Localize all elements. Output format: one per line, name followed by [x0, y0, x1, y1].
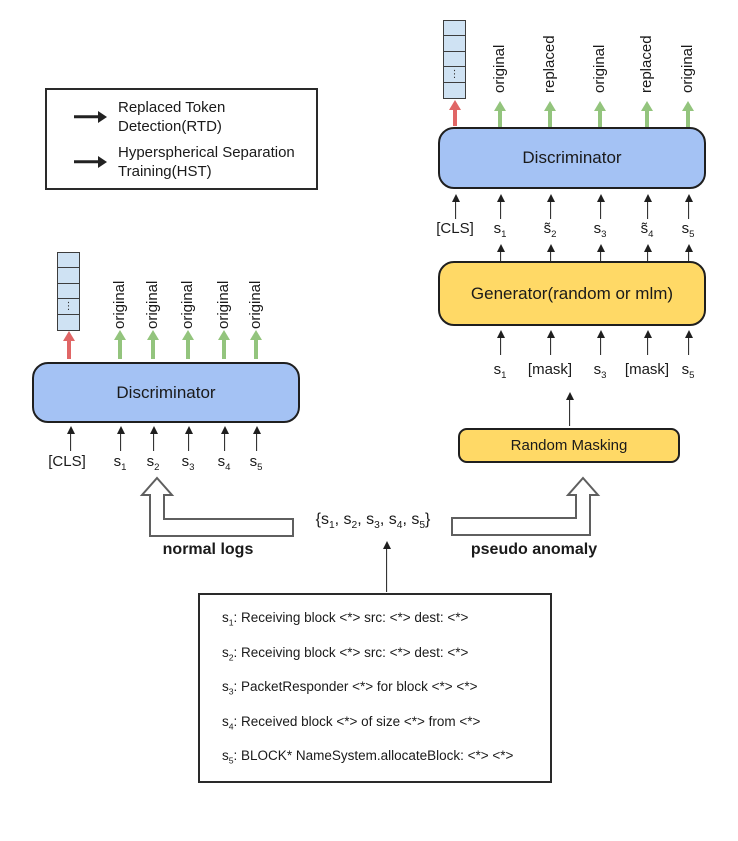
legend: Replaced Token Detection(RTD) Hyperspher…	[45, 88, 318, 190]
legend-item-rtd: Replaced Token Detection(RTD)	[74, 98, 316, 136]
discriminator-box-right: Discriminator	[438, 127, 706, 189]
input-arrow-icon	[546, 194, 555, 219]
rtd-arrow-icon	[593, 101, 606, 127]
rtd-arrow-icon	[217, 330, 230, 359]
token-label: s̃4	[640, 220, 654, 240]
discriminator-label: Discriminator	[116, 382, 216, 402]
token-label: s3	[181, 453, 195, 473]
input-arrow-icon	[451, 194, 460, 219]
hst-arrow-icon	[74, 155, 107, 168]
pseudo-anomaly-label: pseudo anomaly	[470, 541, 598, 558]
rtd-arrow-icon	[146, 330, 159, 359]
log-line: s1: Receiving block <*> src: <*> dest: <…	[222, 610, 469, 628]
output-label: original	[144, 280, 161, 329]
generator-label: Generator(random or mlm)	[470, 283, 674, 303]
rtd-arrow-icon	[249, 330, 262, 359]
legend-item-hst: Hyperspherical Separation Training(HST)	[74, 143, 316, 181]
token-label: [CLS]	[436, 220, 474, 237]
token-label: s5	[249, 453, 263, 473]
generator-box: Generator(random or mlm)	[438, 261, 706, 326]
discriminator-box-left: Discriminator	[32, 362, 300, 423]
rtd-arrow-icon	[640, 101, 653, 127]
token-label: s3	[593, 220, 607, 240]
vector-cell	[57, 313, 80, 331]
token-label: s1	[493, 220, 507, 240]
output-label: replaced	[541, 35, 558, 93]
output-label: original	[215, 280, 232, 329]
hst-arrow-icon	[448, 100, 461, 126]
token-label: [mask]	[624, 361, 670, 378]
rtd-arrow-icon	[74, 110, 107, 123]
token-label: s1	[493, 361, 507, 381]
vector-cell	[443, 81, 466, 99]
rtd-arrow-icon	[493, 101, 506, 127]
token-label: s4	[217, 453, 231, 473]
log-line: s4: Received block <*> of size <*> from …	[222, 713, 481, 732]
pseudo-anomaly-flow-arrow-icon	[451, 476, 601, 536]
rtd-arrow-icon	[113, 330, 126, 359]
input-arrow-icon	[596, 330, 605, 355]
token-label: s1	[113, 453, 127, 473]
output-label: original	[247, 280, 264, 329]
input-arrow-icon	[220, 426, 229, 451]
input-arrow-icon	[382, 541, 391, 592]
log-line: s5: BLOCK* NameSystem.allocateBlock: <*>…	[222, 748, 514, 766]
token-label: [mask]	[527, 361, 573, 378]
token-label: s3	[593, 361, 607, 381]
input-arrow-icon	[66, 426, 75, 451]
input-arrow-icon	[565, 392, 574, 426]
normal-logs-flow-arrow-icon	[139, 476, 294, 537]
input-arrow-icon	[496, 330, 505, 355]
token-label: s̃2	[543, 220, 557, 240]
input-arrow-icon	[643, 330, 652, 355]
input-arrow-icon	[596, 194, 605, 219]
legend-label-rtd: Replaced Token Detection(RTD)	[118, 98, 226, 135]
rtd-arrow-icon	[681, 101, 694, 127]
input-arrow-icon	[496, 194, 505, 219]
input-arrow-icon	[643, 194, 652, 219]
cls-embedding-vector: ⋮	[57, 252, 80, 331]
log-template-box: s1: Receiving block <*> src: <*> dest: <…	[198, 593, 552, 783]
output-label: original	[179, 280, 196, 329]
output-label: replaced	[638, 35, 655, 93]
discriminator-label: Discriminator	[522, 148, 622, 167]
input-arrow-icon	[149, 426, 158, 451]
input-arrow-icon	[184, 426, 193, 451]
log-line: s2: Receiving block <*> src: <*> dest: <…	[222, 644, 469, 663]
output-label: original	[679, 44, 696, 93]
legend-label-hst: Hyperspherical Separation Training(HST)	[118, 143, 295, 180]
hst-arrow-icon	[62, 331, 75, 359]
output-label: original	[491, 44, 508, 93]
token-label: [CLS]	[48, 453, 86, 470]
input-arrow-icon	[684, 194, 693, 219]
input-arrow-icon	[546, 330, 555, 355]
normal-logs-label: normal logs	[162, 541, 254, 558]
output-label: original	[591, 44, 608, 93]
cls-embedding-vector: ⋮	[443, 20, 466, 99]
token-label: s5	[681, 361, 695, 381]
rtd-arrow-icon	[181, 330, 194, 359]
random-masking-box: Random Masking	[458, 428, 680, 463]
input-arrow-icon	[684, 330, 693, 355]
sequence-set-label: {s1, s2, s3, s4, s5}	[315, 511, 431, 532]
token-label: s2	[146, 453, 160, 473]
output-label: original	[111, 280, 128, 329]
random-masking-label: Random Masking	[510, 437, 628, 454]
input-arrow-icon	[252, 426, 261, 451]
token-label: s5	[681, 220, 695, 240]
rtd-arrow-icon	[543, 101, 556, 127]
log-line: s3: PacketResponder <*> for block <*> <*…	[222, 679, 478, 697]
input-arrow-icon	[116, 426, 125, 451]
